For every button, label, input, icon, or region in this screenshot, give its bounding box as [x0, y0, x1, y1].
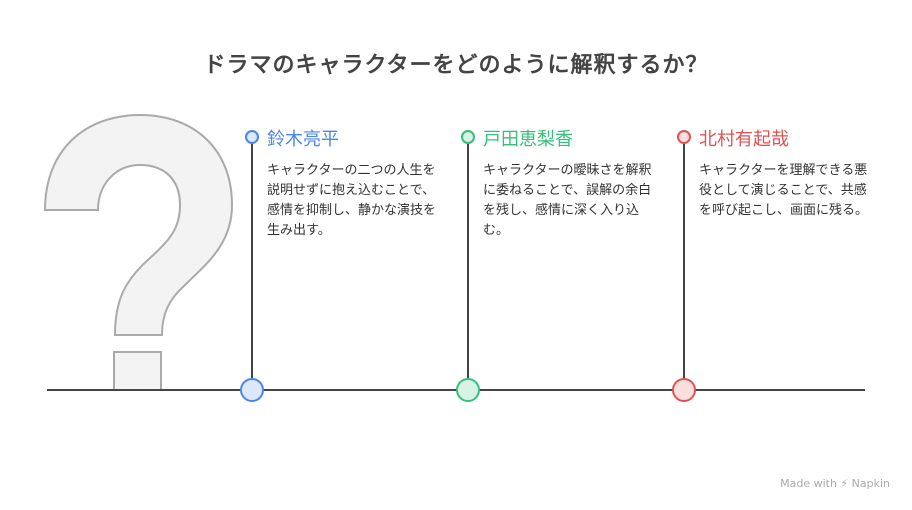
- item-name-3: 北村有起哉: [699, 129, 789, 150]
- question-mark-icon: [43, 113, 234, 336]
- timeline-marker-2: [456, 378, 480, 402]
- page-title: ドラマのキャラクターをどのように解釈するか？: [203, 53, 709, 78]
- napkin-watermark: Made with ⚡ Napkin: [780, 477, 890, 490]
- item-description-3: キャラクターを理解できる悪役として演じることで、共感を呼び起こし、画面に残る。: [699, 163, 869, 218]
- top-marker-2: [461, 130, 475, 144]
- question-mark-dot: [113, 351, 162, 391]
- timeline-marker-3: [672, 378, 696, 402]
- top-marker-3: [677, 130, 691, 144]
- item-name-2: 戸田恵梨香: [483, 129, 573, 150]
- timeline-marker-1: [240, 378, 264, 402]
- item-description-1: キャラクターの二つの人生を説明せずに抱え込むことで、感情を抑制し、静かな演技を生…: [267, 163, 437, 238]
- top-marker-1: [245, 130, 259, 144]
- item-description-2: キャラクターの曖昧さを解釈に委ねることで、誤解の余白を残し、感情に深く入り込む。: [483, 163, 652, 238]
- item-name-1: 鈴木亮平: [267, 129, 339, 150]
